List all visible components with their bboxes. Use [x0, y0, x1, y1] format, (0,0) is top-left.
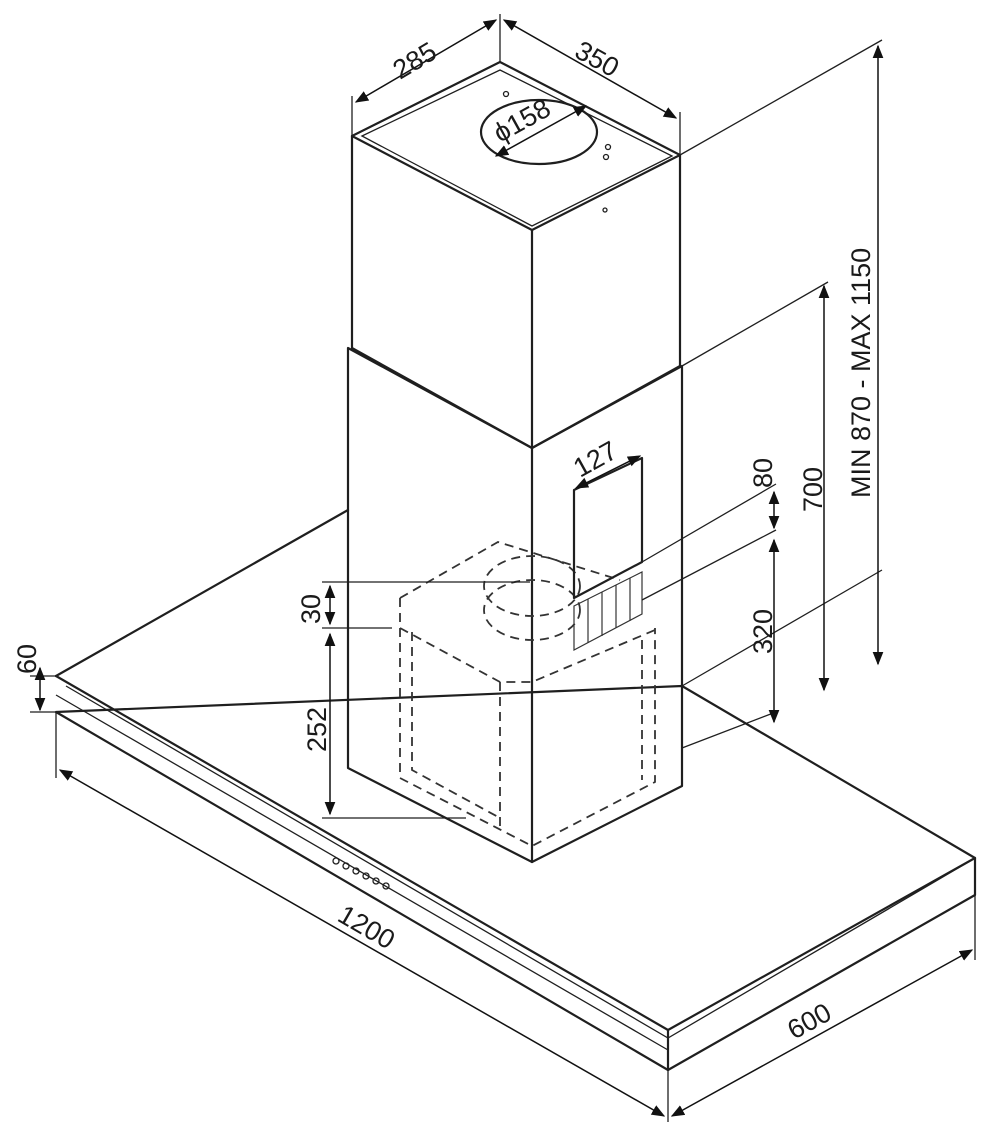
hidden-motor: [399, 541, 656, 848]
dim-label-30: 30: [296, 594, 326, 624]
dim-label-600: 600: [782, 997, 836, 1045]
dim-label-252: 252: [302, 707, 332, 752]
lower-chimney: [346, 346, 684, 864]
canopy: [54, 508, 977, 1072]
dim-label-height-range: MIN 870 - MAX 1150: [846, 248, 876, 498]
dimension-lines: [30, 14, 976, 1122]
grille: [573, 571, 643, 651]
dim-label-700: 700: [798, 467, 828, 512]
dim-label-60: 60: [12, 644, 42, 674]
dim-label-127: 127: [568, 435, 622, 483]
dim-label-80: 80: [748, 458, 778, 488]
dim-label-320: 320: [748, 609, 778, 654]
dim-label-350: 350: [570, 35, 624, 83]
vent-slot: [572, 456, 644, 651]
dim-label-285: 285: [388, 36, 442, 85]
